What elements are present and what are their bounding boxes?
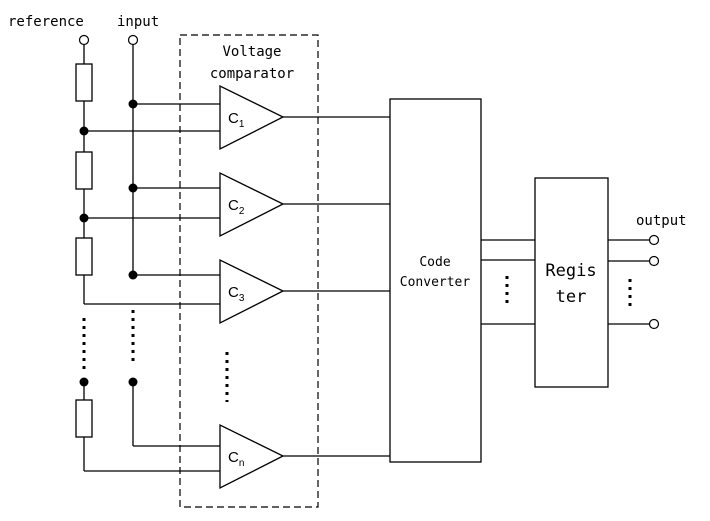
resistor-n — [75, 399, 93, 438]
voltage-comparator-label-1: Voltage — [222, 44, 281, 60]
output-wires — [608, 239, 649, 325]
comparator-c2-label: C2 — [228, 197, 245, 217]
register-label-1: Regis — [545, 261, 596, 281]
reference-terminal — [78, 34, 90, 46]
comparator-cn-label: Cn — [228, 449, 244, 469]
input-label: input — [117, 14, 159, 30]
comparator-output-wires — [283, 116, 390, 457]
converter-register-wires — [481, 239, 535, 325]
voltage-comparator-boundary — [179, 34, 319, 508]
comparator-c3-label: C3 — [228, 284, 245, 304]
comparator-cn — [219, 423, 285, 490]
voltage-comparator-label-2: comparator — [210, 66, 294, 82]
comparator-c1 — [219, 84, 285, 151]
comparator-c1-label: C1 — [228, 110, 245, 130]
reference-label: reference — [8, 14, 84, 30]
junction-dots — [79, 99, 138, 387]
comparator-c3 — [219, 258, 285, 325]
code-converter-label-1: Code — [419, 255, 450, 270]
code-converter-block — [389, 98, 482, 463]
register-label-2: ter — [556, 287, 587, 307]
input-terminal — [127, 34, 139, 46]
resistor-2 — [75, 151, 93, 190]
register-block — [534, 177, 609, 388]
output-terminal-1 — [648, 234, 660, 246]
output-label: output — [636, 213, 687, 229]
output-terminal-n — [648, 318, 660, 330]
reference-ladder — [75, 45, 93, 471]
comparator-c2 — [219, 171, 285, 238]
resistor-3 — [75, 237, 93, 276]
output-terminal-2 — [648, 255, 660, 267]
code-converter-label-2: Converter — [400, 275, 471, 290]
comparator-input-wires — [84, 103, 220, 472]
resistor-1 — [75, 63, 93, 102]
